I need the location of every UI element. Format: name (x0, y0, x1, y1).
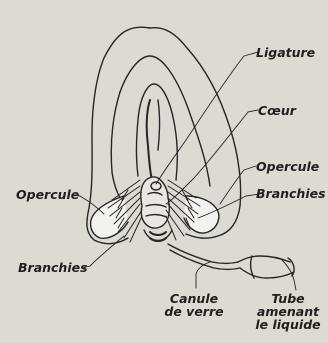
label-opercule-right: Opercule (256, 160, 319, 173)
leader-branchies-left (82, 236, 124, 268)
label-opercule-left: Opercule (16, 188, 79, 201)
heart (141, 177, 170, 228)
central-ridge (147, 100, 152, 180)
leader-coeur (166, 110, 258, 204)
tube (238, 256, 294, 278)
label-coeur: Cœur (258, 104, 296, 117)
jaw-inner-left (137, 120, 139, 176)
jaw-outline-left (111, 92, 124, 204)
label-tube: Tube amenant le liquide (250, 292, 326, 331)
label-canule: Canule de verre (162, 292, 226, 318)
jaw-outline (120, 56, 210, 186)
leader-opercule-right (220, 166, 256, 204)
label-branchies-right: Branchies (256, 187, 326, 200)
left-opercule (91, 196, 128, 238)
label-canule-line2: de verre (162, 305, 226, 318)
label-tube-line3: le liquide (250, 318, 326, 331)
label-branchies-left: Branchies (18, 261, 88, 274)
label-ligature: Ligature (256, 46, 315, 59)
jaw-inner (138, 84, 177, 180)
right-opercule (184, 196, 219, 233)
